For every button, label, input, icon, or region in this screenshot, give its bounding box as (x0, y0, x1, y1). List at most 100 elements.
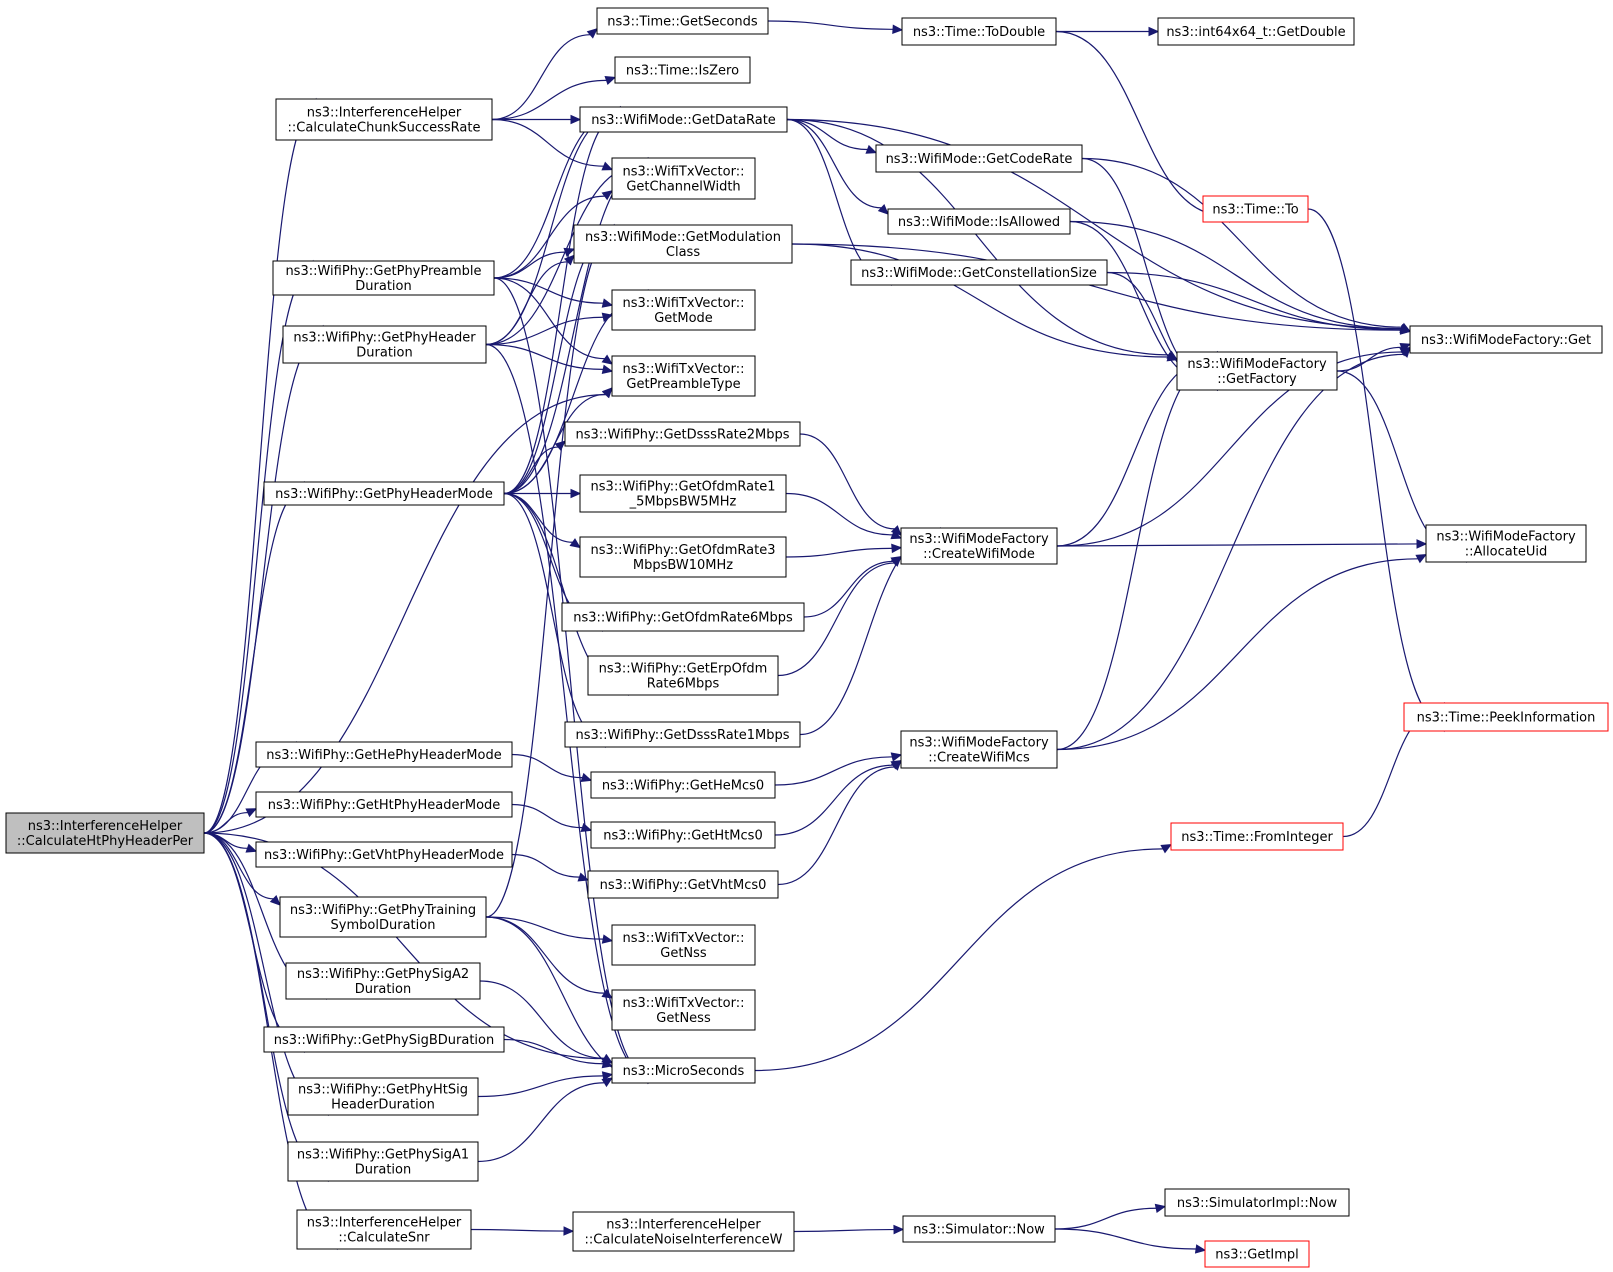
node-label: ns3::InterferenceHelper (307, 106, 462, 121)
edge-arrowhead (601, 1077, 614, 1088)
node-getimpl[interactable]: ns3::GetImpl (1204, 1240, 1310, 1268)
edge-arrowhead (601, 190, 613, 201)
edge-modclass-to-factoryget (791, 243, 1412, 335)
node-snr[interactable]: ns3::InterferenceHelper::CalculateSnr (296, 1209, 472, 1250)
node-constsize[interactable]: ns3::WifiMode::GetConstellationSize (850, 259, 1108, 286)
node-hthdr[interactable]: ns3::WifiPhy::GetHtPhyHeaderMode (255, 791, 513, 818)
node-label: ns3::WifiPhy::GetPhyHtSig (298, 1083, 468, 1098)
node-getsec[interactable]: ns3::Time::GetSeconds (596, 7, 769, 35)
edge-arrowhead (601, 1071, 614, 1081)
node-factoryget[interactable]: ns3::WifiModeFactory::Get (1409, 325, 1603, 354)
node-allocuid[interactable]: ns3::WifiModeFactory::AllocateUid (1425, 524, 1587, 563)
edge-simnow-to-simimplnow (1054, 1203, 1167, 1230)
node-label: ns3::WifiPhy::GetErpOfdm (599, 662, 768, 677)
node-dsss2[interactable]: ns3::WifiPhy::GetDsssRate2Mbps (564, 421, 801, 447)
node-getfactory[interactable]: ns3::WifiModeFactory::GetFactory (1176, 351, 1338, 391)
node-datarate[interactable]: ns3::WifiMode::GetDataRate (579, 106, 788, 133)
edge-line (767, 20, 894, 30)
node-label: ::CalculateNoiseInterferenceW (585, 1233, 783, 1248)
edge-arrowhead (601, 298, 614, 308)
node-timeto[interactable]: ns3::Time::To (1202, 195, 1309, 223)
edge-line (799, 534, 935, 736)
edge-layer (203, 20, 1467, 1254)
node-simimplnow[interactable]: ns3::SimulatorImpl::Now (1164, 1188, 1350, 1217)
node-label: ::GetFactory (1217, 372, 1297, 387)
edge-arrowhead (1400, 346, 1411, 358)
node-createmode[interactable]: ns3::WifiModeFactory::CreateWifiMode (900, 527, 1058, 565)
node-root[interactable]: ns3::InterferenceHelper::CalculateHtPhyH… (5, 812, 205, 854)
node-chunk[interactable]: ns3::InterferenceHelper::CalculateChunkS… (275, 98, 493, 141)
node-int64[interactable]: ns3::int64x64_t::GetDouble (1157, 17, 1355, 46)
node-label: ns3::WifiModeFactory (1187, 357, 1327, 372)
node-dsss1[interactable]: ns3::WifiPhy::GetDsssRate1Mbps (564, 721, 801, 748)
node-noise[interactable]: ns3::InterferenceHelper::CalculateNoiseI… (572, 1211, 795, 1252)
node-label: ns3::Time::ToDouble (913, 25, 1045, 40)
node-getmode[interactable]: ns3::WifiTxVector::GetMode (611, 289, 756, 331)
edge-sigb-to-micro (503, 1038, 614, 1069)
edge-arrowhead (1399, 343, 1412, 352)
node-label: ns3::Time::FromInteger (1181, 830, 1333, 845)
node-label: ns3::InterferenceHelper (28, 819, 183, 834)
node-hemcs[interactable]: ns3::WifiPhy::GetHeMcs0 (590, 771, 776, 799)
node-label: ns3::WifiModeFactory::Get (1421, 333, 1591, 348)
edge-hdrmode-to-ofdm3 (503, 492, 582, 549)
edge-arrowhead (890, 555, 902, 567)
edge-hdrmode-to-pretype (503, 387, 613, 495)
node-label: ns3::GetImpl (1215, 1248, 1299, 1263)
node-ness[interactable]: ns3::WifiTxVector::GetNess (611, 989, 756, 1031)
node-sigb[interactable]: ns3::WifiPhy::GetPhySigBDuration (263, 1026, 505, 1053)
node-pretype[interactable]: ns3::WifiTxVector::GetPreambleType (611, 355, 756, 397)
node-peekinfo[interactable]: ns3::Time::PeekInformation (1403, 702, 1609, 732)
node-label: ns3::Time::To (1212, 203, 1298, 218)
node-label: ns3::WifiPhy::GetVhtPhyHeaderMode (264, 848, 504, 863)
edge-header-to-pretype (485, 343, 614, 374)
edge-vhtmcs-to-createmcs (777, 759, 902, 886)
edge-createmcs-to-getfactory (1056, 350, 1218, 751)
edge-arrowhead (577, 872, 590, 882)
edge-arrowhead (601, 161, 614, 171)
edge-preamble-to-getmode (493, 277, 614, 308)
node-htmcs[interactable]: ns3::WifiPhy::GetHtMcs0 (590, 821, 776, 849)
node-todouble[interactable]: ns3::Time::ToDouble (901, 17, 1057, 46)
node-chwidth[interactable]: ns3::WifiTxVector::GetChannelWidth (611, 157, 756, 200)
node-vhthdr[interactable]: ns3::WifiPhy::GetVhtPhyHeaderMode (255, 841, 513, 868)
edge-line (485, 343, 646, 1075)
node-label: ns3::WifiTxVector:: (622, 362, 744, 377)
edge-getfactory-to-factoryget (1336, 343, 1412, 372)
edge-arrowhead (890, 530, 903, 540)
node-vhtmcs[interactable]: ns3::WifiPhy::GetVhtMcs0 (587, 870, 779, 899)
edge-line (785, 492, 893, 536)
edge-arrowhead (1194, 1244, 1207, 1254)
edge-line (503, 446, 559, 495)
node-createmcs[interactable]: ns3::WifiModeFactory::CreateWifiMcs (900, 730, 1058, 769)
node-label: Class (666, 245, 700, 260)
node-nss[interactable]: ns3::WifiTxVector::GetNss (611, 924, 756, 966)
node-iszero[interactable]: ns3::Time::IsZero (614, 56, 751, 84)
node-hehdr[interactable]: ns3::WifiPhy::GetHePhyHeaderMode (255, 741, 513, 768)
node-coderate[interactable]: ns3::WifiMode::GetCodeRate (875, 144, 1083, 173)
node-training[interactable]: ns3::WifiPhy::GetPhyTrainingSymbolDurati… (279, 896, 487, 938)
edge-line (786, 118, 868, 151)
node-ofdm15[interactable]: ns3::WifiPhy::GetOfdmRate1_5MbpsBW5MHz (579, 474, 787, 513)
node-simnow[interactable]: ns3::Simulator::Now (902, 1215, 1056, 1243)
node-label: ns3::WifiPhy::GetPhySigBDuration (274, 1033, 494, 1048)
edge-line (1307, 208, 1442, 723)
edge-line (477, 1075, 604, 1098)
node-fromint[interactable]: ns3::Time::FromInteger (1170, 822, 1344, 851)
node-isallowed[interactable]: ns3::WifiMode::IsAllowed (887, 208, 1071, 235)
node-ofdm6[interactable]: ns3::WifiPhy::GetOfdmRate6Mbps (561, 602, 805, 632)
node-box (296, 1209, 472, 1250)
node-hdrmode[interactable]: ns3::WifiPhy::GetPhyHeaderMode (263, 481, 505, 506)
edge-header-to-micro (485, 343, 651, 1085)
edge-createmcs-to-factoryget (1056, 346, 1411, 751)
node-micro[interactable]: ns3::MicroSeconds (611, 1057, 756, 1084)
node-label: ns3::WifiModeFactory (909, 532, 1049, 547)
